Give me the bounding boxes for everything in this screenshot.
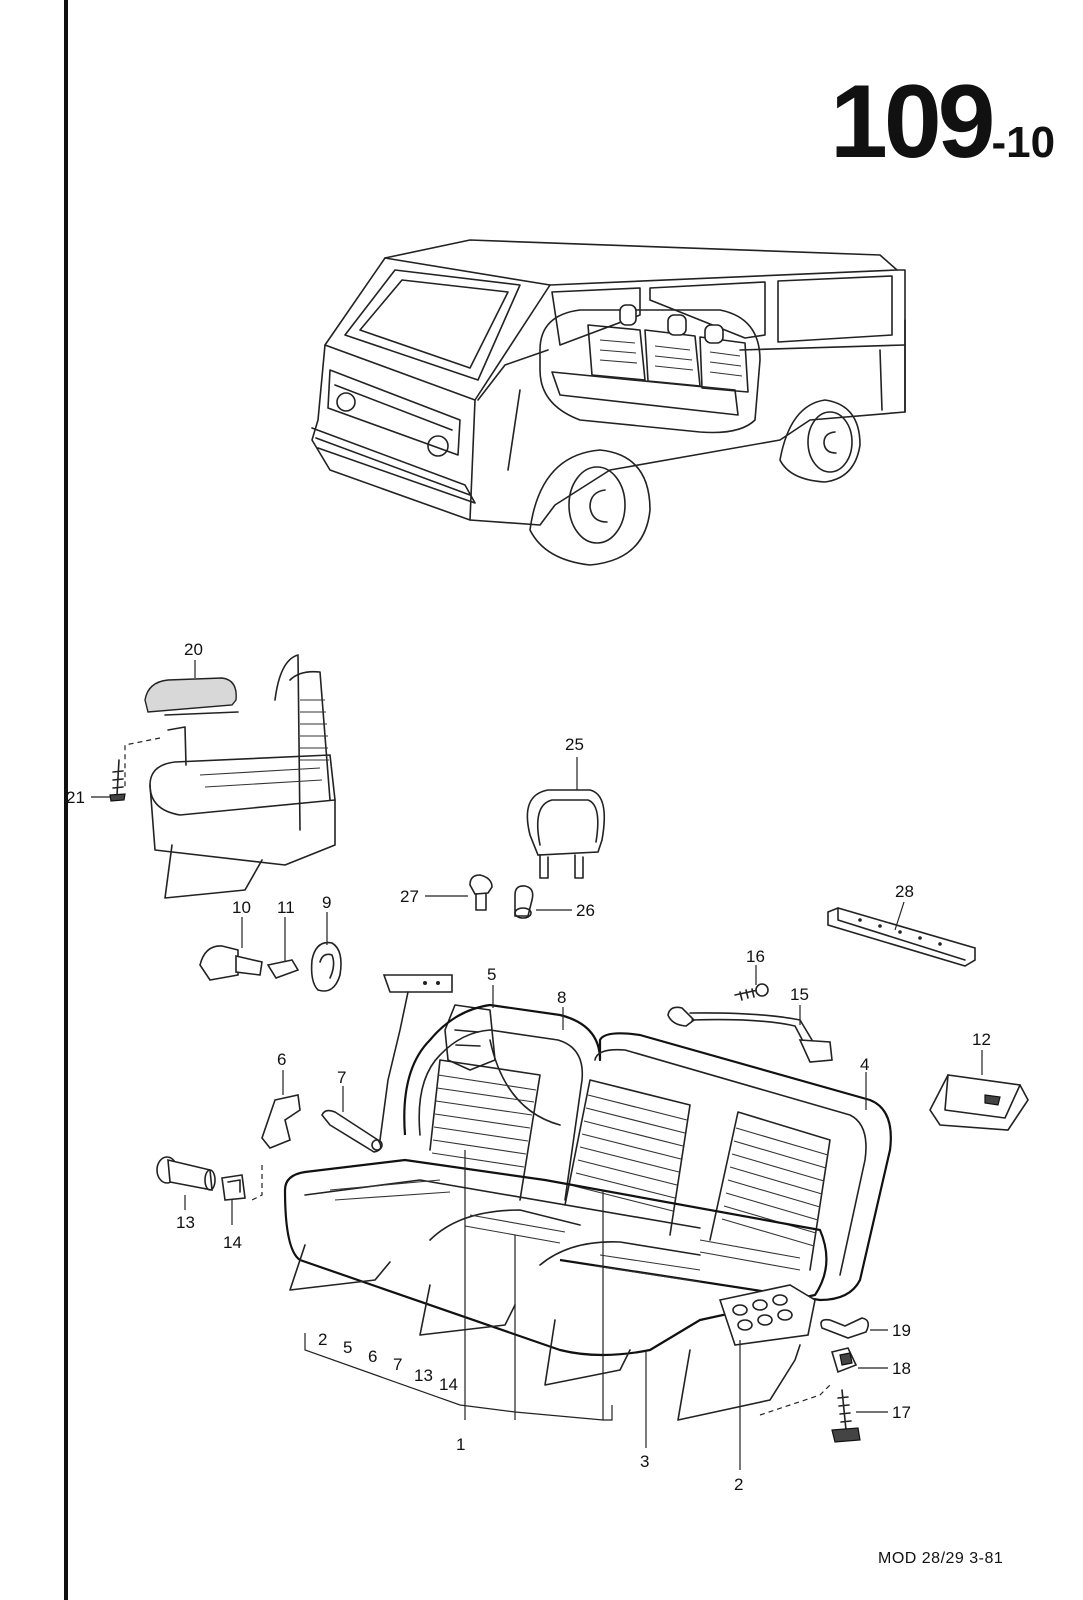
callout-6: 6 <box>277 1050 286 1069</box>
callout-5: 5 <box>487 965 496 984</box>
page-number-sub: -10 <box>991 118 1056 167</box>
footer-model-code: MOD 28/29 3-81 <box>878 1550 1004 1567</box>
fastener-parts <box>820 1317 870 1443</box>
callout-4: 4 <box>860 1055 869 1074</box>
group-item-7: 7 <box>393 1355 402 1374</box>
callout-19: 19 <box>892 1321 911 1340</box>
callout-26: 26 <box>576 901 595 920</box>
callout-20: 20 <box>184 640 203 659</box>
grab-handle <box>667 983 833 1063</box>
group-item-6: 6 <box>368 1347 377 1366</box>
callout-12: 12 <box>972 1030 991 1049</box>
callout-14: 14 <box>223 1233 242 1252</box>
callout-10: 10 <box>232 898 251 917</box>
backrest-upholstery-hatching <box>431 1074 829 1247</box>
page-number: 109-10 <box>830 70 1055 174</box>
van-illustration <box>311 239 906 566</box>
callout-2: 2 <box>734 1475 743 1494</box>
cushion-upholstery-hatching <box>329 1179 801 1283</box>
callout-16: 16 <box>746 947 765 966</box>
bench-seat-main <box>283 1003 892 1421</box>
group-item-14: 14 <box>439 1375 458 1394</box>
callout-7: 7 <box>337 1068 346 1087</box>
callout-11: 11 <box>277 898 295 917</box>
cover-part-12 <box>929 1074 1029 1131</box>
backrest-lock-assembly <box>379 974 561 1141</box>
callout-8: 8 <box>557 988 566 1007</box>
callout-28: 28 <box>895 882 914 901</box>
callout-27: 27 <box>400 887 419 906</box>
armrest-seat-assembly <box>109 654 336 899</box>
callout-3: 3 <box>640 1452 649 1471</box>
callout-13: 13 <box>176 1213 195 1232</box>
leader-lines <box>91 660 983 1470</box>
group-item-2: 2 <box>318 1330 327 1349</box>
group-item-5: 5 <box>343 1338 352 1357</box>
callout-15: 15 <box>790 985 809 1004</box>
hinge-parts <box>156 1094 383 1201</box>
callout-labels: 1 2 3 4 5 6 7 8 9 10 11 12 13 14 15 16 1… <box>66 640 991 1494</box>
callout-17: 17 <box>892 1403 911 1422</box>
seat-rail <box>827 907 976 967</box>
hinge-cover-parts <box>199 941 342 992</box>
headrest-assembly <box>469 789 606 919</box>
callout-9: 9 <box>322 893 331 912</box>
callout-25: 25 <box>565 735 584 754</box>
callout-1: 1 <box>456 1435 465 1454</box>
callout-21: 21 <box>66 788 85 807</box>
page-number-main: 109 <box>830 64 996 180</box>
callout-18: 18 <box>892 1359 911 1378</box>
group-item-13: 13 <box>414 1366 433 1385</box>
